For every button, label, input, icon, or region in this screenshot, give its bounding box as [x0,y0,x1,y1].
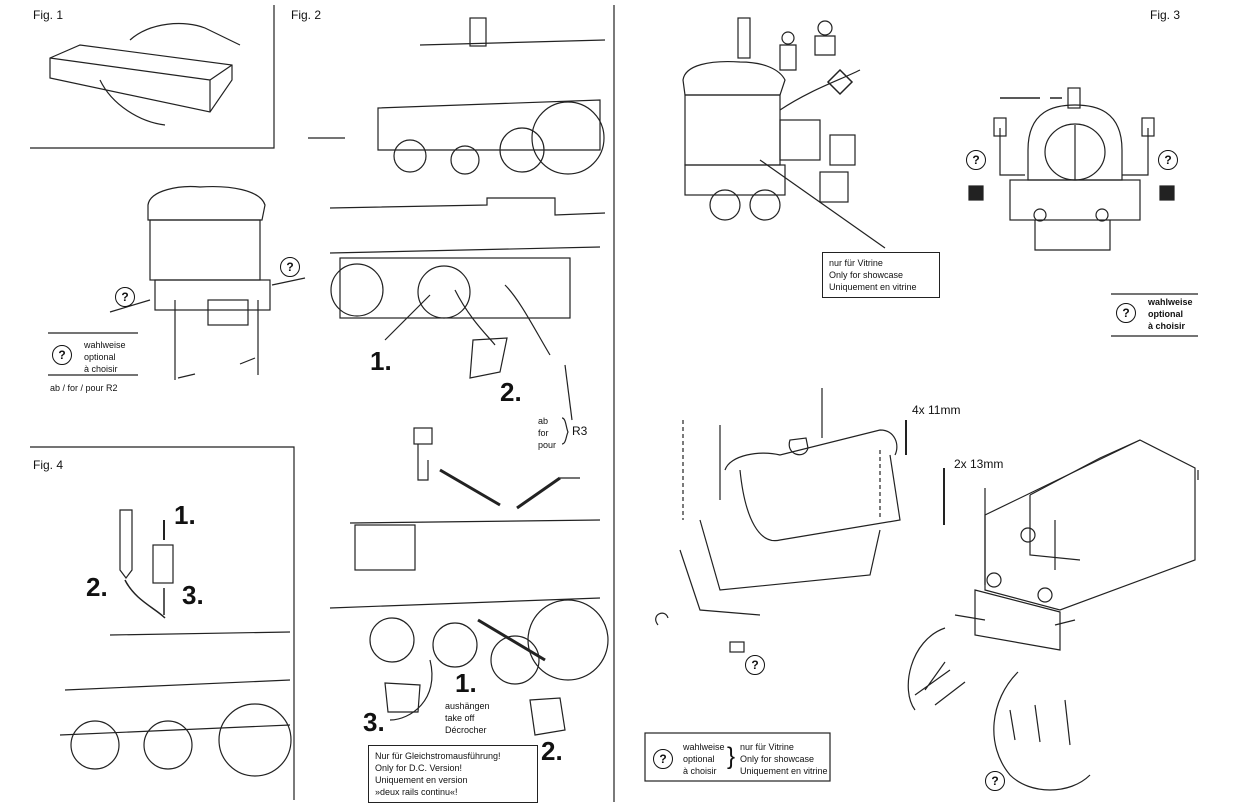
dc-note-de: Nur für Gleichstromausführung! [375,751,501,761]
dc-note-en: Only for D.C. Version! [375,763,463,773]
fig4-step-2: 2. [86,572,108,602]
r3-prefixes: ab for pour [538,415,556,451]
bottom-showcase-fr: Uniquement en vitrine [740,766,828,776]
fig3-optional-legend-text: wahlweise optional à choisir [1148,296,1193,332]
fig4-step-3: 3. [182,580,204,610]
coupling-detail-circles [907,627,1091,791]
fig2-lower-step-1: 1. [455,668,477,698]
optional-question-icon-right: ? [280,257,300,277]
dc-version-note: Nur für Gleichstromausführung! Only for … [368,745,538,803]
fig2-lower-step-2: 2. [541,736,563,766]
fig3-front-view [968,87,1175,251]
fig3-optional-en: optional [1148,309,1183,319]
optional-question-icon-left: ? [115,287,135,307]
r3-for: for [538,428,549,438]
fig3-cab-drawing [682,17,886,249]
bottom-legend-optional: wahlweise optional à choisir [683,741,725,777]
dc-note-fr1: Uniquement en version [375,775,468,785]
bottom-optional-en: optional [683,754,715,764]
bottom-showcase-en: Only for showcase [740,754,815,764]
fig4-label: Fig. 4 [33,458,64,472]
r2-note: ab / for / pour R2 [50,383,118,393]
r3-brace [561,417,569,445]
showcase-note: nur für Vitrine Only for showcase Unique… [822,252,940,298]
fig1-frame [30,5,275,149]
take-off-en: take off [445,713,475,723]
showcase-en: Only for showcase [829,270,904,280]
r3-pour: pour [538,440,557,450]
optional-question-icon-coupling: ? [985,771,1005,791]
fig4-drawing [59,509,292,777]
bottom-legend-brace: } [727,743,736,770]
fuel-diamond-drawing [826,68,854,96]
bottom-showcase-de: nur für Vitrine [740,742,794,752]
screw-label-13mm: 2x 13mm [954,457,1004,471]
fig3-loco-body [655,388,907,653]
r3-ab: ab [538,416,549,426]
optional-legend-en: optional [84,352,116,362]
dc-note-fr2: »deux rails continu«! [375,787,458,797]
optional-legend-de: wahlweise [84,340,126,350]
optional-legend-fr: à choisir [84,364,118,374]
fig2-label: Fig. 2 [291,8,322,22]
bottom-legend-showcase: nur für Vitrine Only for showcase Unique… [740,741,828,777]
fig3-optional-fr: à choisir [1148,321,1186,331]
cab-rear-drawing [109,185,306,380]
optional-question-icon-fig3-legend: ? [1116,303,1136,323]
optional-question-icon: ? [52,345,72,365]
fig2-step-1: 1. [370,346,392,376]
fig1-legend-lines [48,332,138,376]
optional-legend-text: wahlweise optional à choisir [84,339,126,375]
fig3-legend-lines [1111,293,1198,337]
fig3-optional-de: wahlweise [1148,297,1193,307]
fig2-loco-chassis [329,197,606,421]
fig4-frame [30,446,295,800]
bottom-legend-question-icon: ? [653,749,673,769]
take-off-fr: Décrocher [445,725,487,735]
optional-question-icon-fig3-left: ? [966,150,986,170]
fig2-lower-step-3: 3. [363,707,385,737]
fig3-label: Fig. 3 [1150,8,1181,22]
fig2-loco-top [308,17,606,175]
take-off-de: aushängen [445,701,490,711]
showcase-fr: Uniquement en vitrine [829,282,917,292]
bottom-optional-fr: à choisir [683,766,717,776]
optional-question-icon-fig3-right: ? [1158,150,1178,170]
fig4-step-1: 1. [174,500,196,530]
bottom-optional-de: wahlweise [683,742,725,752]
showcase-de: nur für Vitrine [829,258,883,268]
fig1-label: Fig. 1 [33,8,64,22]
fig2-loco-bottom [329,427,609,736]
fig3-tender [943,439,1199,651]
fig2-step-2: 2. [500,377,522,407]
optional-question-icon-loco: ? [745,655,765,675]
screw-label-11mm: 4x 11mm [912,403,961,417]
fig1-drawing [49,22,241,126]
take-off-note: aushängen take off Décrocher [445,700,490,736]
fig3-bottom-legend-frame [644,732,831,782]
r3-label: R3 [572,424,588,438]
